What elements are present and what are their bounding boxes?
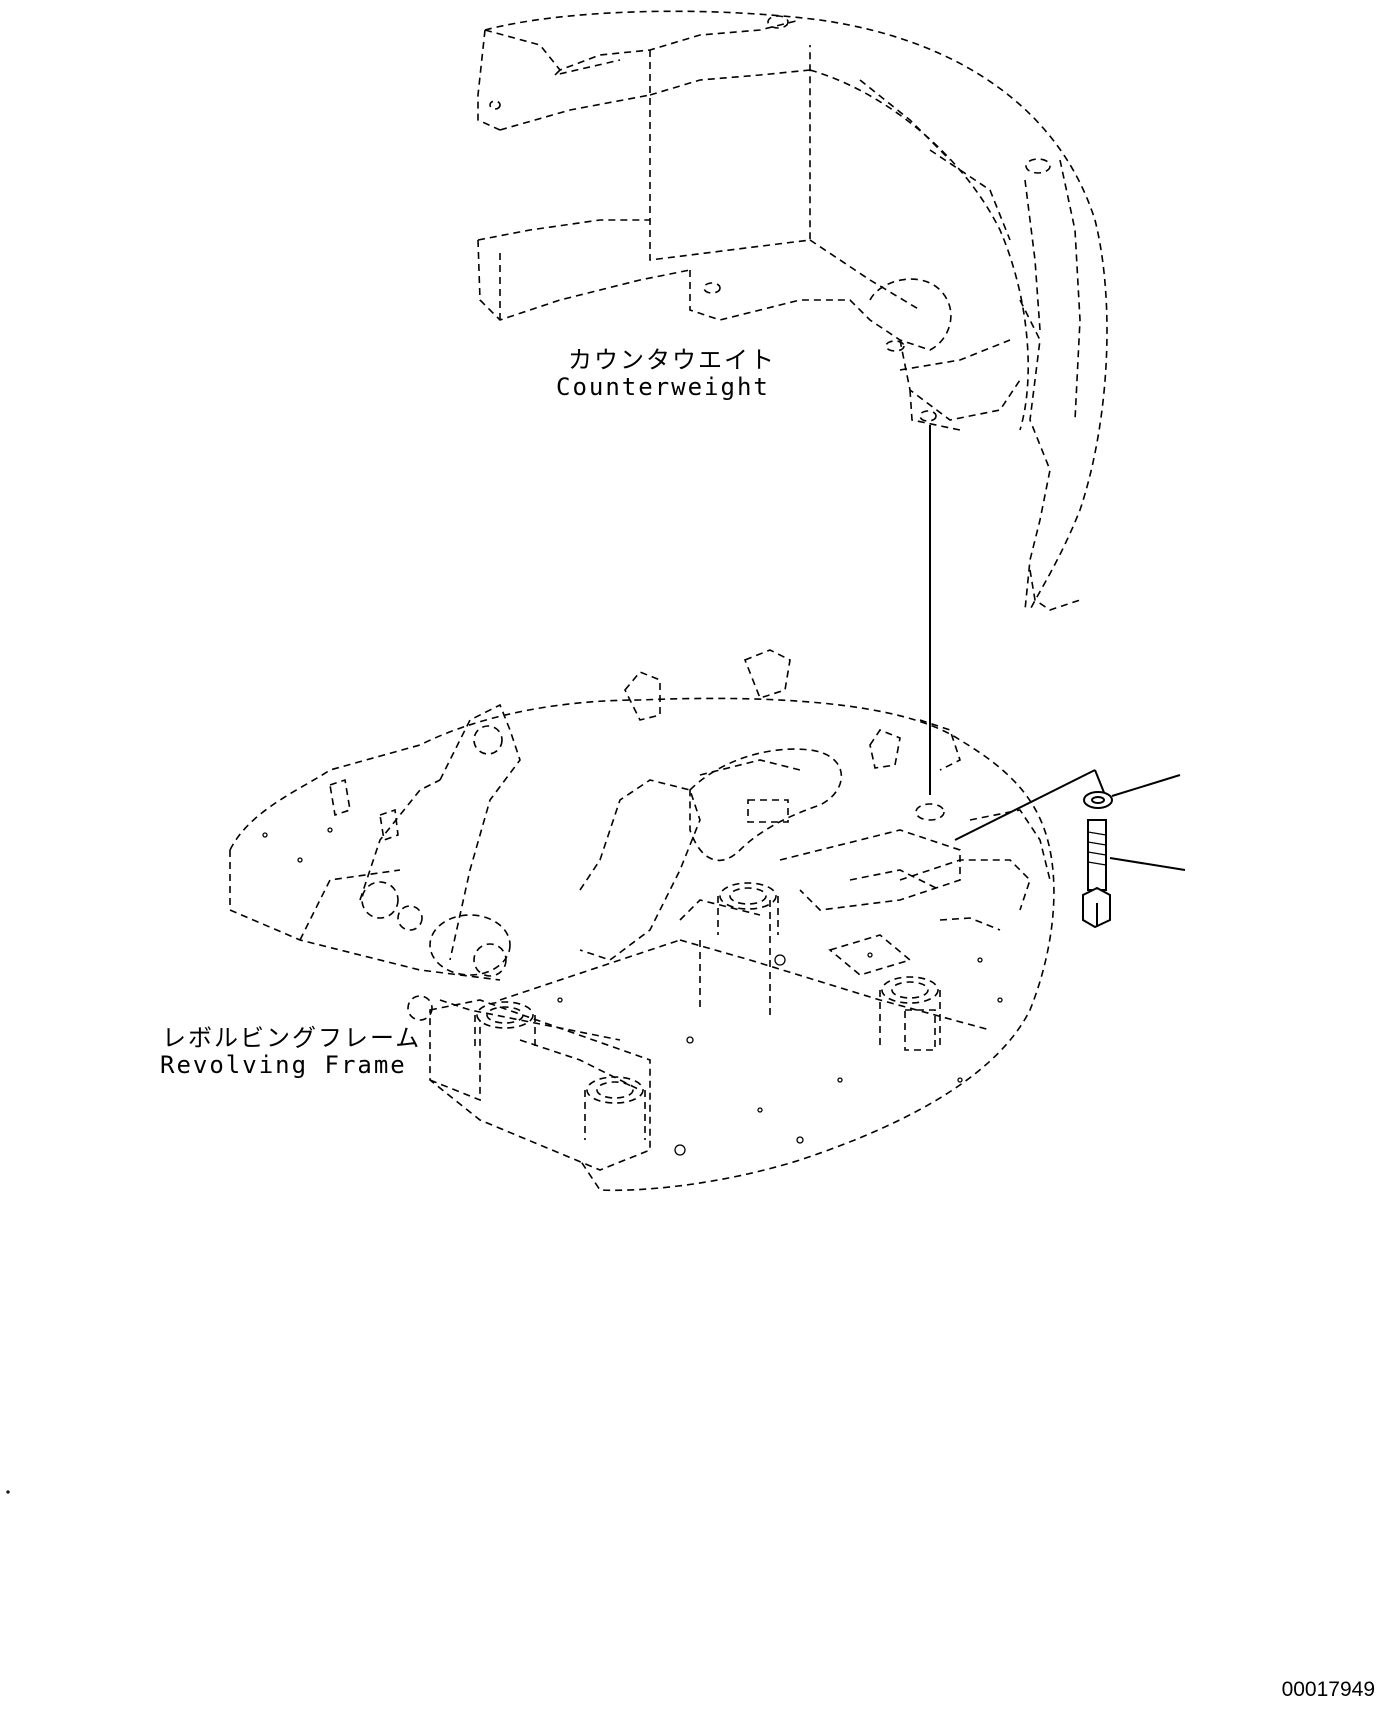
counterweight-part bbox=[477, 10, 1108, 611]
leader-line-mount bbox=[954, 769, 1096, 841]
leader-line-drop bbox=[1094, 769, 1106, 796]
washer-part bbox=[1083, 774, 1181, 809]
revolving-frame-part bbox=[229, 649, 1055, 1192]
stray-dot bbox=[6, 1490, 10, 1494]
revolving-frame-label-en: Revolving Frame bbox=[160, 1051, 407, 1079]
revolving-frame-label-jp: レボルビングフレーム bbox=[162, 1024, 422, 1052]
bolt-part bbox=[1082, 819, 1186, 929]
counterweight-label-en: Counterweight bbox=[556, 373, 770, 401]
figure-number: 00017949 bbox=[1281, 1678, 1375, 1701]
counterweight-label-jp: カウンタウエイト bbox=[568, 346, 776, 374]
